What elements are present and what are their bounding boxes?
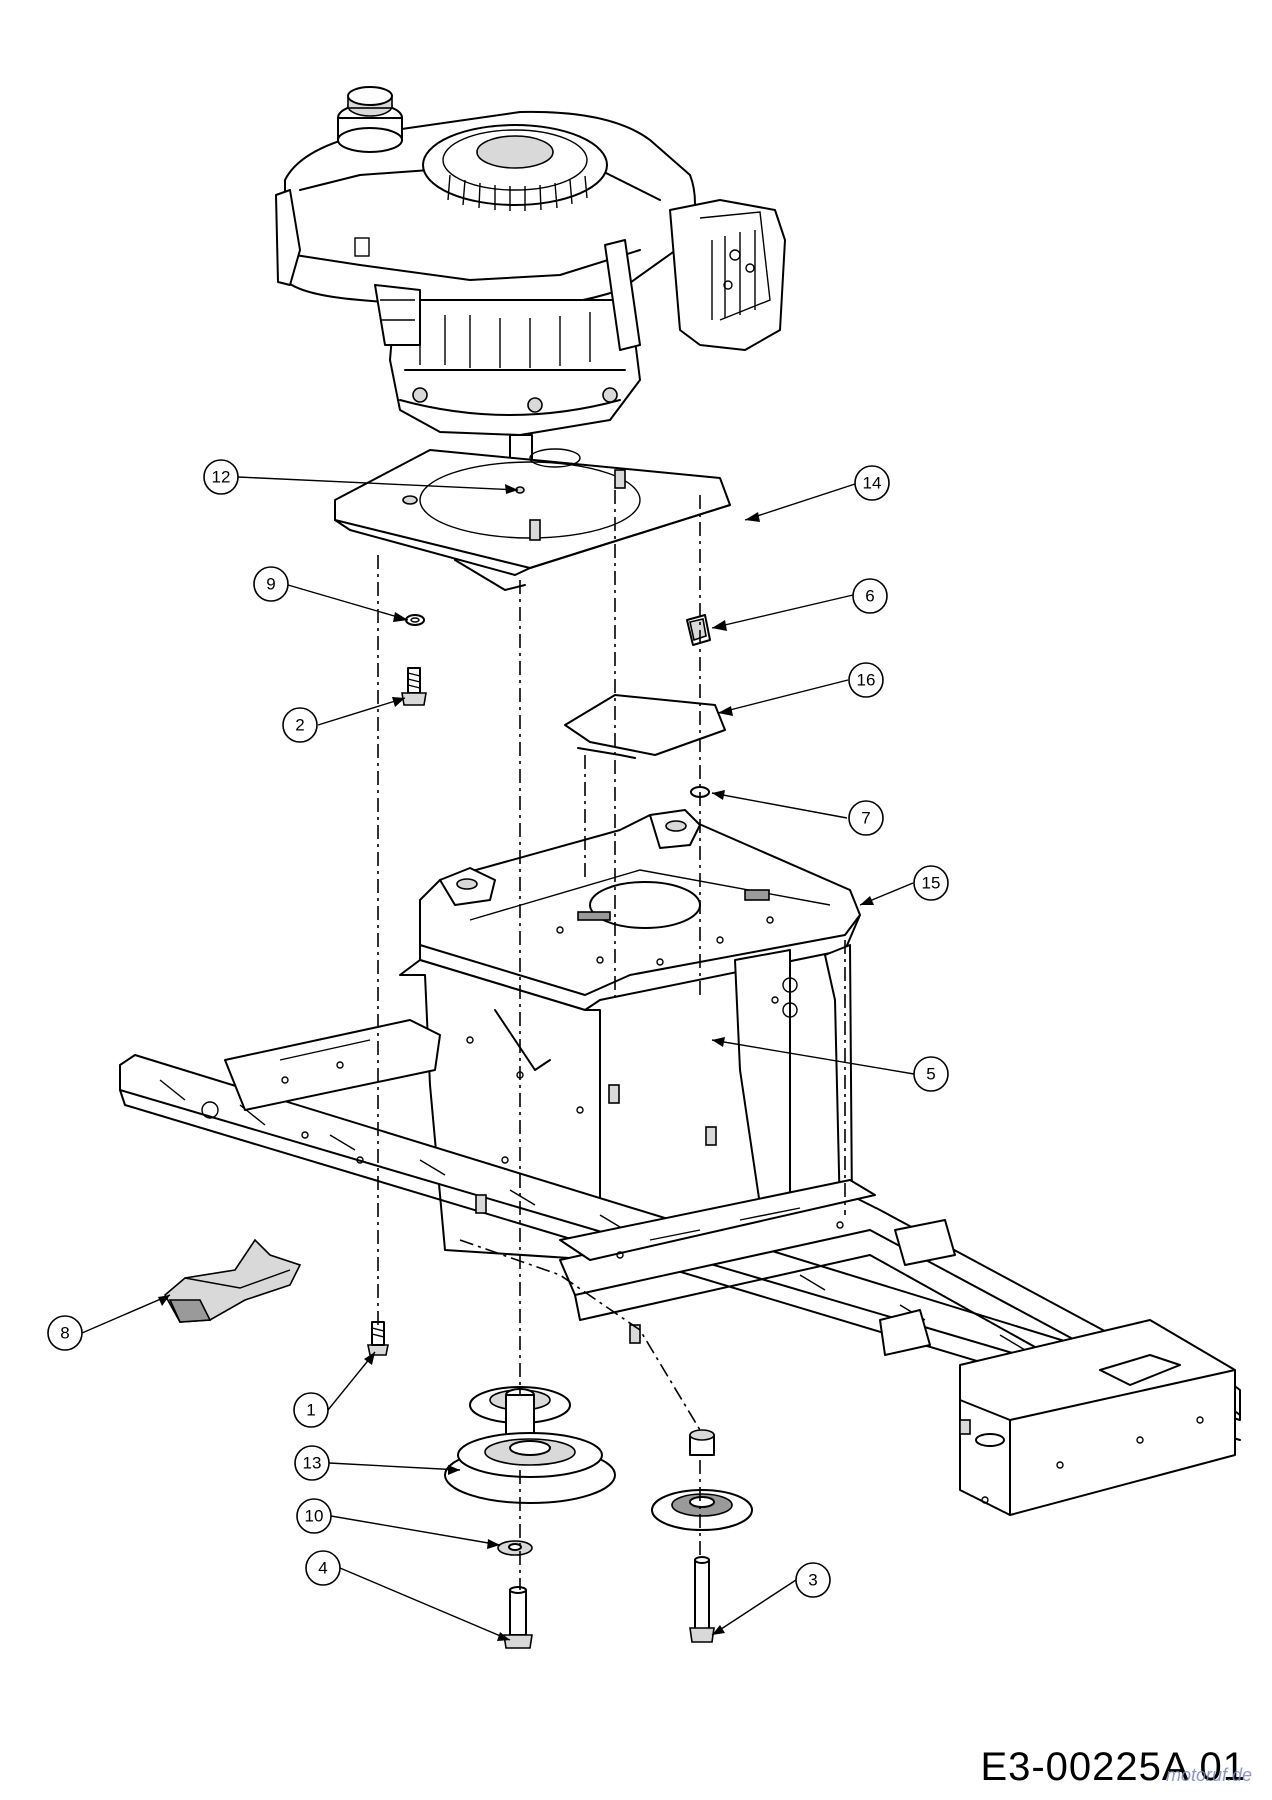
bolt-2 <box>401 667 427 706</box>
svg-text:13: 13 <box>303 1454 322 1473</box>
engine <box>275 86 786 485</box>
clip-6 <box>686 614 711 646</box>
watermark: motoruf.de <box>1165 1765 1252 1785</box>
callout-8: 8 <box>47 1315 83 1351</box>
callout-10: 10 <box>296 1498 332 1534</box>
svg-text:4: 4 <box>318 1559 327 1578</box>
callout-arrowheads <box>158 484 874 1641</box>
svg-text:12: 12 <box>212 468 231 487</box>
callout-16: 16 <box>848 662 884 698</box>
svg-text:10: 10 <box>305 1507 324 1526</box>
callout-2: 2 <box>282 707 318 743</box>
svg-text:8: 8 <box>60 1324 69 1343</box>
callout-1: 1 <box>293 1392 329 1428</box>
svg-text:9: 9 <box>266 575 275 594</box>
callout-9: 9 <box>253 566 289 602</box>
callout-14: 14 <box>854 465 890 501</box>
svg-text:15: 15 <box>922 874 941 893</box>
callout-7: 7 <box>848 800 884 836</box>
svg-text:3: 3 <box>808 1571 817 1590</box>
callout-12: 12 <box>203 459 239 495</box>
callout-15: 15 <box>913 865 949 901</box>
bolt-4 <box>503 1586 533 1649</box>
callout-13: 13 <box>294 1445 330 1481</box>
callout-6: 6 <box>852 578 888 614</box>
diagram-code: E3-00225A 01 <box>980 1745 1246 1789</box>
bracket-8 <box>163 1238 302 1323</box>
bolt-3 <box>689 1556 715 1643</box>
callout-leaders <box>81 476 915 1641</box>
engine-mounting-plate <box>334 448 731 591</box>
svg-text:6: 6 <box>865 587 874 606</box>
tractor-frame <box>119 1019 1241 1516</box>
assembly-center-lines <box>377 490 846 1590</box>
callout-4: 4 <box>305 1550 341 1586</box>
svg-text:16: 16 <box>857 671 876 690</box>
cover-plate-16 <box>564 694 726 759</box>
washer-9 <box>405 614 425 626</box>
bolt-1 <box>367 1321 389 1356</box>
idler-pulley <box>651 1429 753 1531</box>
svg-text:2: 2 <box>295 716 304 735</box>
callout-3: 3 <box>795 1562 831 1598</box>
callout-5: 5 <box>913 1056 949 1092</box>
svg-text:14: 14 <box>863 474 882 493</box>
svg-text:7: 7 <box>861 809 870 828</box>
pulley-13 <box>444 1386 616 1504</box>
svg-text:1: 1 <box>306 1401 315 1420</box>
svg-text:5: 5 <box>926 1065 935 1084</box>
washer-10 <box>497 1540 533 1556</box>
